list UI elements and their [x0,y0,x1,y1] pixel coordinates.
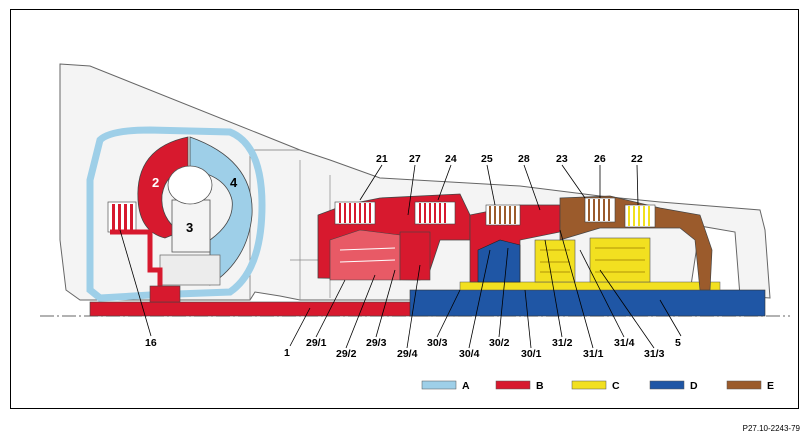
label-2: 2 [152,175,159,190]
label-5: 5 [675,337,681,349]
label-29-4: 29/4 [397,348,418,360]
legend-item-D: D [649,380,698,392]
label-29-1: 29/1 [306,337,327,349]
component-labels: 2 3 4 21 27 24 25 28 23 26 22 16 1 29/1 … [145,153,681,360]
label-3: 3 [186,220,193,235]
lockup-clutch-16 [107,201,163,290]
label-30-4: 30/4 [459,348,480,360]
leader-lines [119,164,682,349]
label-29-3: 29/3 [366,337,387,349]
stator-3 [171,199,211,253]
converter-cover [86,126,266,302]
legend-item-E: E [726,380,774,392]
legend-label-A: A [462,380,470,392]
label-31-2: 31/2 [552,337,573,349]
legend-label-E: E [767,380,774,392]
label-30-1: 30/1 [521,348,542,360]
label-29-2: 29/2 [336,348,357,360]
legend-label-D: D [690,380,698,392]
output-shaft [409,289,766,317]
label-1: 1 [284,347,290,359]
legend-item-B: B [495,380,544,392]
label-23: 23 [556,153,568,165]
label-16: 16 [145,337,157,349]
label-31-3: 31/3 [644,348,665,360]
label-26: 26 [594,153,606,165]
legend-label-B: B [536,380,544,392]
turbine-hub [149,285,181,303]
legend: A B C D E [421,380,774,392]
clutch-pack-rear [559,195,713,291]
clutch-pack-middle [469,204,576,283]
stator-hub [159,254,221,286]
legend-label-C: C [612,380,620,392]
clutch-pack-front [317,193,471,281]
label-30-2: 30/2 [489,337,510,349]
label-4: 4 [230,175,238,190]
legend-item-A: A [421,380,470,392]
label-31-4: 31/4 [614,337,635,349]
label-25: 25 [481,153,493,165]
label-24: 24 [445,153,457,165]
sun-shaft-c [459,281,721,291]
label-22: 22 [631,153,643,165]
label-30-3: 30/3 [427,337,448,349]
converter-core [167,165,213,205]
legend-item-C: C [571,380,620,392]
label-31-1: 31/1 [583,348,604,360]
turbine-2 [137,136,189,239]
label-28: 28 [518,153,530,165]
label-21: 21 [376,153,388,165]
figure-reference: P27.10-2243-79 [742,424,800,433]
label-27: 27 [409,153,421,165]
